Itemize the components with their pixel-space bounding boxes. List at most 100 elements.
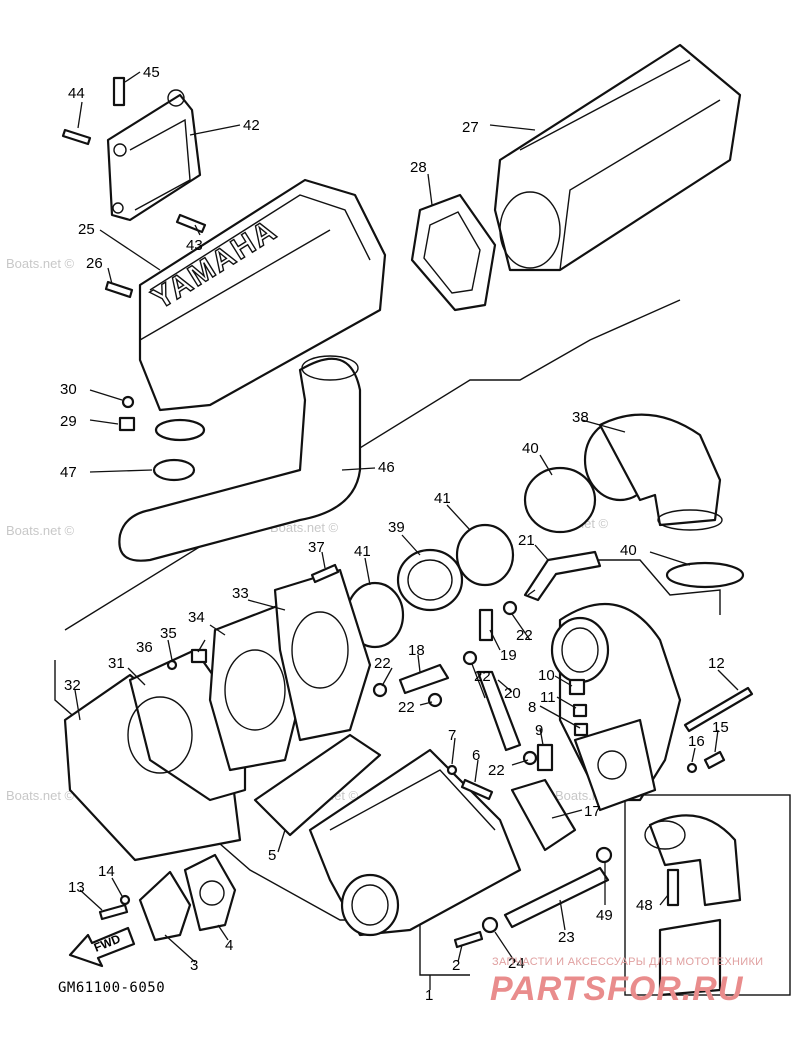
- callout-22c: 22: [374, 655, 391, 672]
- inset-elbow: [644, 814, 742, 997]
- callout-16: 16: [688, 733, 705, 750]
- clip-part-24: [481, 916, 499, 934]
- plate-part-32: [63, 673, 242, 862]
- clip-part-22: [427, 692, 443, 708]
- forward-arrow: FWD: [68, 926, 136, 968]
- elbow-part-38: [583, 413, 723, 531]
- bolt-part-12: [683, 686, 754, 733]
- assembly-outline-bottom: [419, 920, 470, 976]
- gasket-part-17: [510, 778, 577, 852]
- bolt-part-2: [453, 930, 484, 949]
- washer-part-16: [686, 762, 698, 774]
- fitting-part-9: [536, 743, 554, 772]
- callout-41b: 41: [434, 490, 451, 507]
- bracket-part-42: [106, 89, 202, 222]
- callout-9: 9: [535, 722, 543, 739]
- callout-43: 43: [186, 237, 203, 254]
- footer-tagline: ЗАПЧАСТИ И АКСЕССУАРЫ ДЛЯ МОТОТЕХНИКИ: [492, 956, 763, 968]
- callout-17: 17: [584, 803, 601, 820]
- clamp-part-40b: [665, 561, 745, 589]
- callout-15: 15: [712, 719, 729, 736]
- bolt-part-43: [175, 213, 207, 234]
- hose-part-21: [523, 550, 602, 602]
- callout-2: 2: [452, 957, 460, 974]
- callout-24: 24: [508, 955, 525, 972]
- fitting-part-10: [568, 678, 586, 696]
- clamp-part-40a: [523, 466, 597, 534]
- bolt-part-26: [104, 280, 134, 299]
- callout-47: 47: [60, 464, 77, 481]
- callout-22e: 22: [488, 762, 505, 779]
- washer-part-14: [119, 894, 131, 906]
- callout-39: 39: [388, 519, 405, 536]
- callout-7: 7: [448, 727, 456, 744]
- bolt-part-37: [310, 563, 340, 584]
- callout-29: 29: [60, 413, 77, 430]
- fitting-part-19: [478, 608, 494, 642]
- callout-12: 12: [708, 655, 725, 672]
- callout-5: 5: [268, 847, 276, 864]
- callout-33: 33: [232, 585, 249, 602]
- callout-40b: 40: [620, 542, 637, 559]
- plate-part-4: [183, 853, 237, 932]
- callout-8: 8: [528, 699, 536, 716]
- clip-part-22: [372, 682, 388, 698]
- callout-34: 34: [188, 609, 205, 626]
- callout-23: 23: [558, 929, 575, 946]
- gasket-stack: [63, 568, 577, 862]
- bolt-part-15: [703, 750, 726, 770]
- callout-20: 20: [504, 685, 521, 702]
- leader-lines: [74, 71, 739, 990]
- watermark-text: Boats.net ©: [6, 256, 75, 271]
- footer-branding: ЗАПЧАСТИ И АКСЕССУАРЫ ДЛЯ МОТОТЕХНИКИ PA…: [490, 956, 763, 1008]
- clamp-part-41b: [455, 523, 515, 587]
- callout-30: 30: [60, 381, 77, 398]
- inset-frame: [624, 794, 791, 996]
- hose-part-18: [398, 663, 450, 695]
- cover-parts: [138, 853, 237, 942]
- callout-18: 18: [408, 642, 425, 659]
- assembly-outline-right: [585, 559, 721, 615]
- callout-37: 37: [308, 539, 325, 556]
- hose-part-20: [476, 670, 522, 752]
- callout-4: 4: [225, 937, 233, 954]
- callout-22b: 22: [474, 668, 491, 685]
- callout-28: 28: [410, 159, 427, 176]
- gasket-part-28: [410, 193, 497, 312]
- exhaust-hose-part-46: [118, 355, 362, 562]
- bolt-part-13: [98, 903, 129, 921]
- washer-part-36: [166, 659, 178, 671]
- cover-part-3: [138, 870, 192, 942]
- bolt-part-35: [190, 648, 208, 664]
- fwd-arrow-icon: [68, 926, 136, 968]
- callout-1: 1: [425, 987, 433, 1004]
- gasket-part-33: [273, 568, 372, 742]
- callouts: 45 44 42 43 25 26 30 29 47 46 27 28 38 4…: [60, 64, 729, 1004]
- clip-part-49: [595, 846, 613, 864]
- clip-part-22: [522, 750, 538, 766]
- callout-11: 11: [540, 689, 556, 706]
- exhaust-manifold-part-1: [308, 748, 522, 937]
- clip-part-22: [502, 600, 518, 616]
- watermark-text: Boats.net ©: [6, 523, 75, 538]
- callout-35: 35: [160, 625, 177, 642]
- callout-40a: 40: [522, 440, 539, 457]
- callout-6: 6: [472, 747, 480, 764]
- callout-44: 44: [68, 85, 85, 102]
- callout-25: 25: [78, 221, 95, 238]
- diagram-code: GM61100-6050: [58, 980, 165, 996]
- joint-part-39: [396, 548, 464, 612]
- callout-22a: 22: [516, 627, 533, 644]
- callout-10: 10: [538, 667, 555, 684]
- outlet-pipe: [550, 602, 682, 812]
- callout-3: 3: [190, 957, 198, 974]
- callout-26: 26: [86, 255, 103, 272]
- callout-42: 42: [243, 117, 260, 134]
- clip-part-22: [462, 650, 478, 666]
- watermark-text: Boats.net ©: [6, 788, 75, 803]
- fasteners: [61, 76, 754, 949]
- hose-part-23: [503, 866, 610, 929]
- callout-14: 14: [98, 863, 115, 880]
- bolt-part-44: [61, 128, 92, 146]
